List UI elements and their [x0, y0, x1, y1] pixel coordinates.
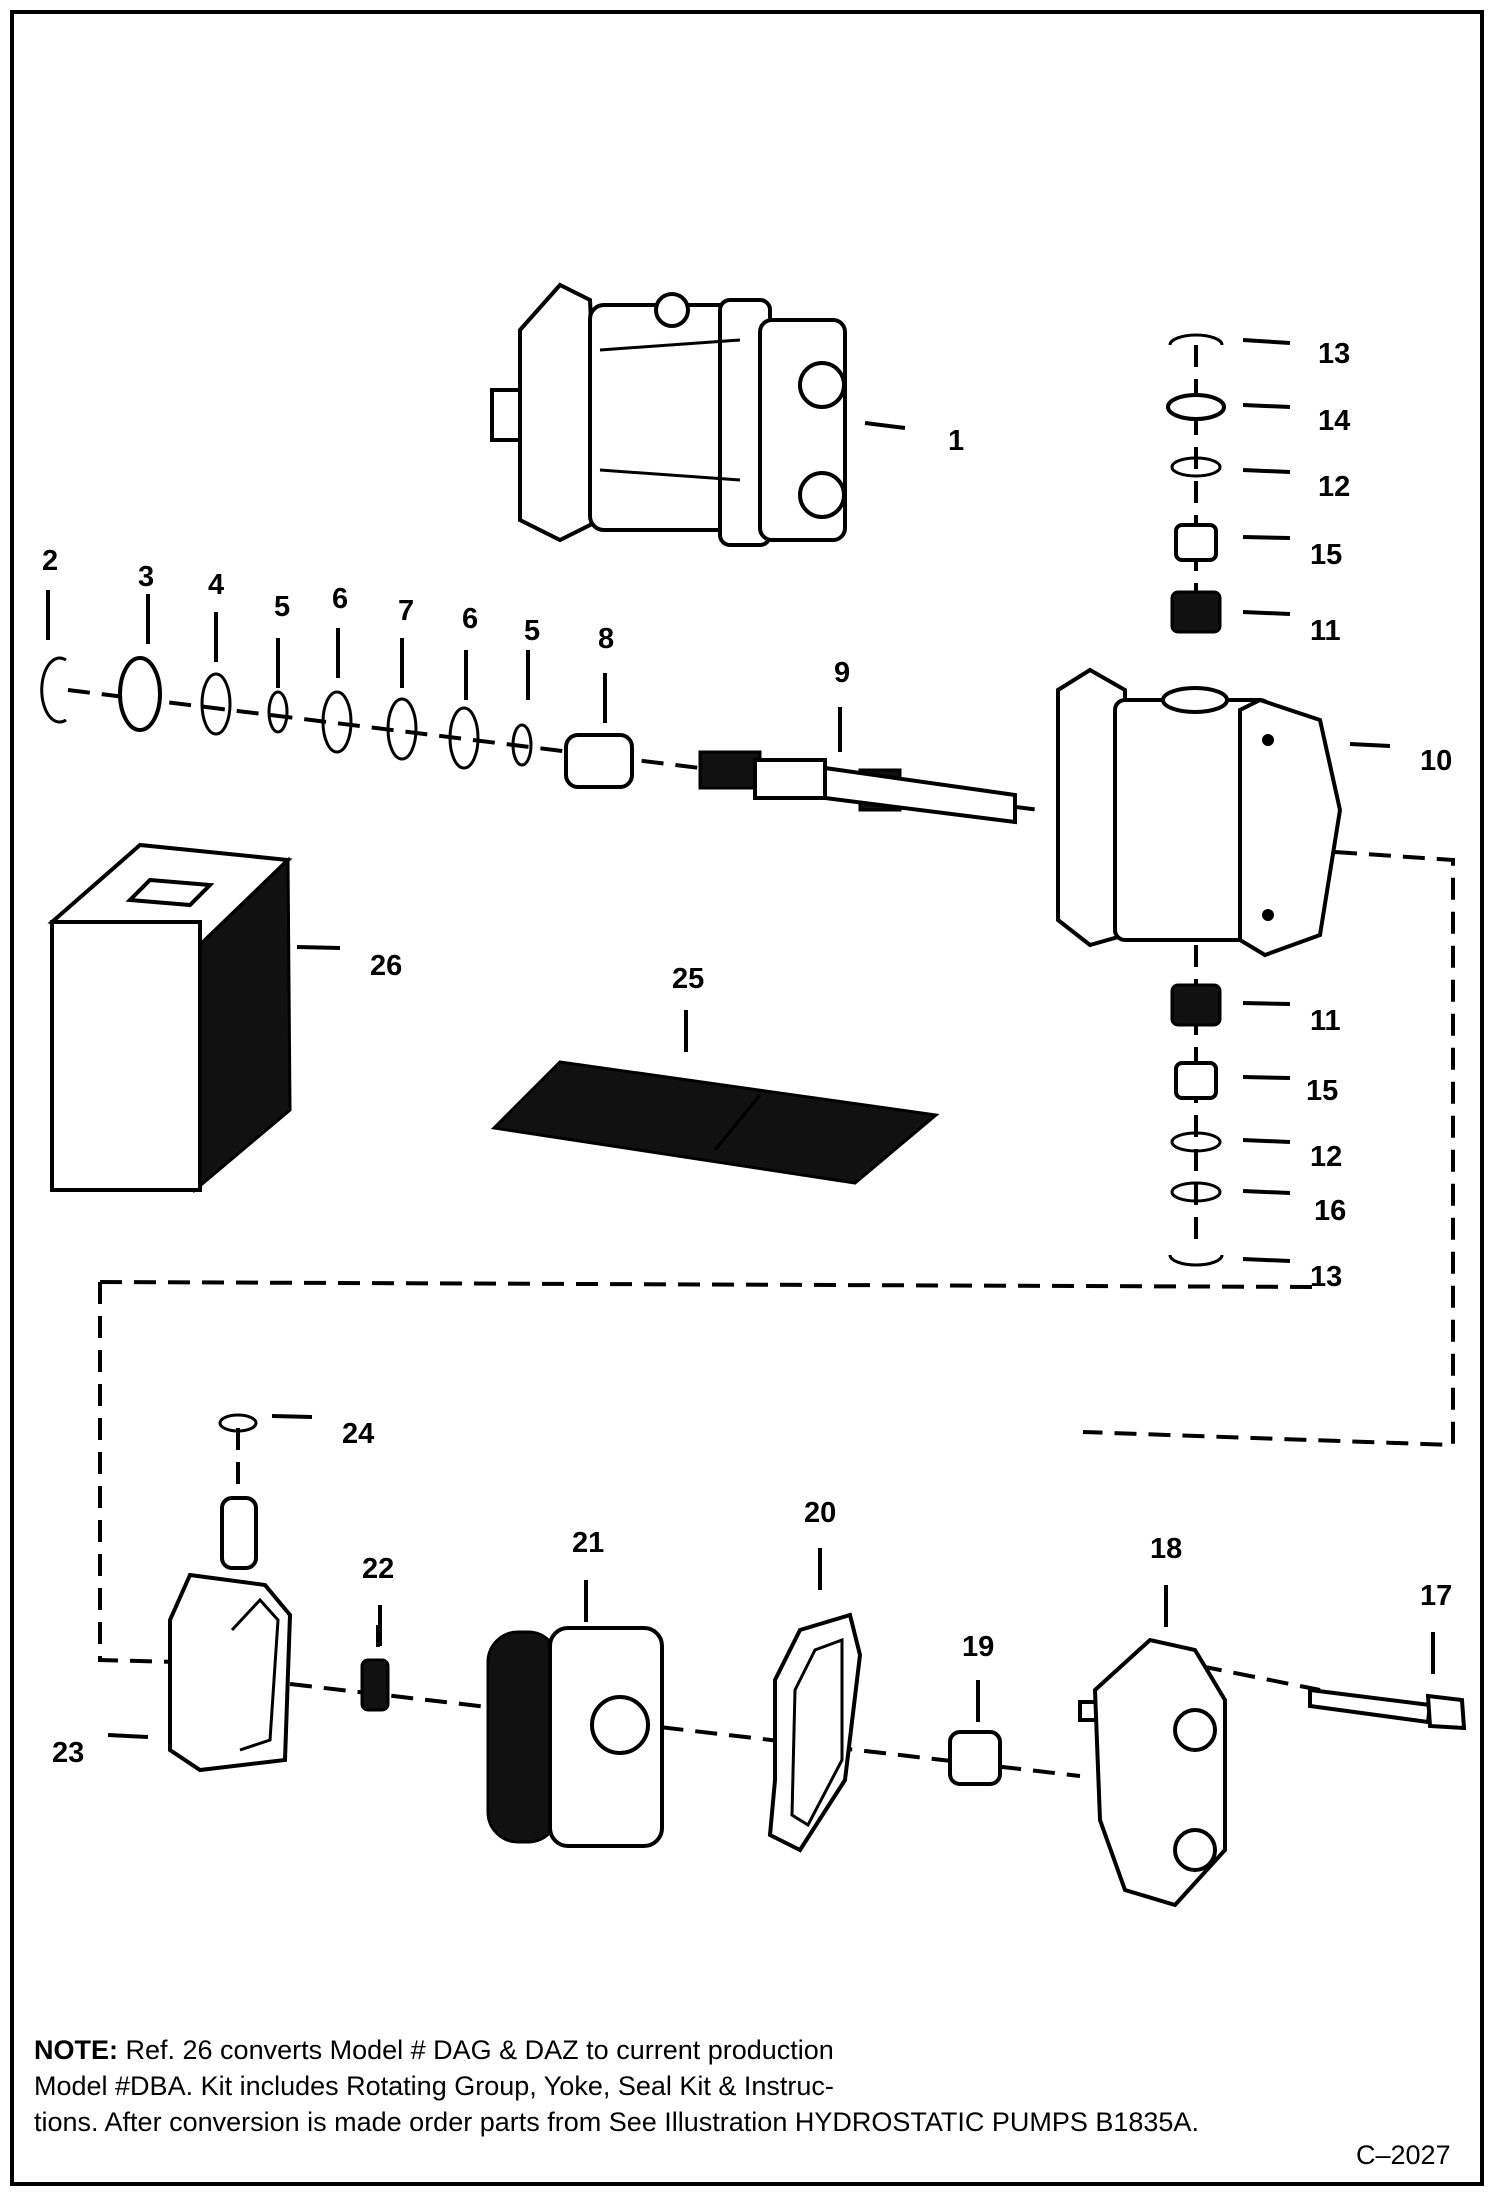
part-25-sheet: [490, 1060, 940, 1185]
part-21-rotating-group: [486, 1626, 664, 1848]
callout-15-bottom: 15: [1306, 1075, 1338, 1107]
part-20-gasket: [767, 1612, 863, 1853]
callout-2: 2: [42, 545, 58, 577]
callout-6a: 6: [332, 583, 348, 615]
callout-17: 17: [1420, 1580, 1452, 1612]
callout-5b: 5: [524, 615, 540, 647]
callout-20: 20: [804, 1497, 836, 1529]
callout-24: 24: [342, 1418, 374, 1450]
callout-6b: 6: [462, 603, 478, 635]
callout-1: 1: [948, 425, 964, 457]
part-17-bolt: [1308, 1687, 1467, 1731]
figure-code: C–2027: [1356, 2140, 1451, 2170]
callout-5a: 5: [274, 591, 290, 623]
part-24-o-ring: [218, 1413, 258, 1433]
part-22-valve: [360, 1658, 390, 1712]
callout-22: 22: [362, 1553, 394, 1585]
callout-19: 19: [962, 1631, 994, 1663]
callout-13-bottom: 13: [1310, 1261, 1342, 1293]
note-line-1: Ref. 26 converts Model # DAG & DAZ to cu…: [118, 2035, 834, 2065]
callout-labels: 1 2 3 4 5 6 7 6 5 8 9 10 13 14 12 15 11 …: [42, 338, 1452, 1769]
note-prefix: NOTE:: [34, 2035, 118, 2065]
callout-9: 9: [834, 657, 850, 689]
callout-18: 18: [1150, 1533, 1182, 1565]
callout-10: 10: [1420, 745, 1452, 777]
note-line-2: Model #DBA. Kit includes Rotating Group,…: [34, 2071, 834, 2101]
part-19-bearing: [948, 1730, 1002, 1786]
callout-12-top: 12: [1318, 471, 1350, 503]
note-line-3: tions. After conversion is made order pa…: [34, 2107, 1199, 2137]
callout-26: 26: [370, 950, 402, 982]
part-26-kit-box: [47, 842, 293, 1194]
callout-15-top: 15: [1310, 539, 1342, 571]
seal-ring-parts: [40, 656, 634, 789]
drawing-frame: [10, 10, 1484, 2186]
part-1-pump: [490, 282, 847, 547]
part-23-yoke: [168, 1496, 293, 1773]
callout-14: 14: [1318, 405, 1350, 437]
part-10-housing: [1056, 667, 1343, 958]
callout-11-top: 11: [1310, 615, 1341, 647]
callout-23: 23: [52, 1737, 84, 1769]
callout-7: 7: [398, 595, 414, 627]
leader-lines: [46, 338, 1435, 1739]
callout-4: 4: [208, 569, 224, 601]
callout-21: 21: [572, 1527, 604, 1559]
callout-25: 25: [672, 963, 704, 995]
part-18-end-cover: [1078, 1637, 1227, 1908]
callout-11-bottom: 11: [1310, 1005, 1341, 1037]
callout-12-bottom: 12: [1310, 1141, 1342, 1173]
callout-16: 16: [1314, 1195, 1346, 1227]
callout-8: 8: [598, 623, 614, 655]
callout-3: 3: [138, 561, 154, 593]
top-stack-parts: [1166, 333, 1226, 634]
bottom-stack-parts: [1168, 983, 1224, 1267]
part-9-shaft: [698, 750, 1017, 825]
note-text: NOTE: Ref. 26 converts Model # DAG & DAZ…: [34, 2032, 1364, 2140]
callout-13-top: 13: [1318, 338, 1350, 370]
